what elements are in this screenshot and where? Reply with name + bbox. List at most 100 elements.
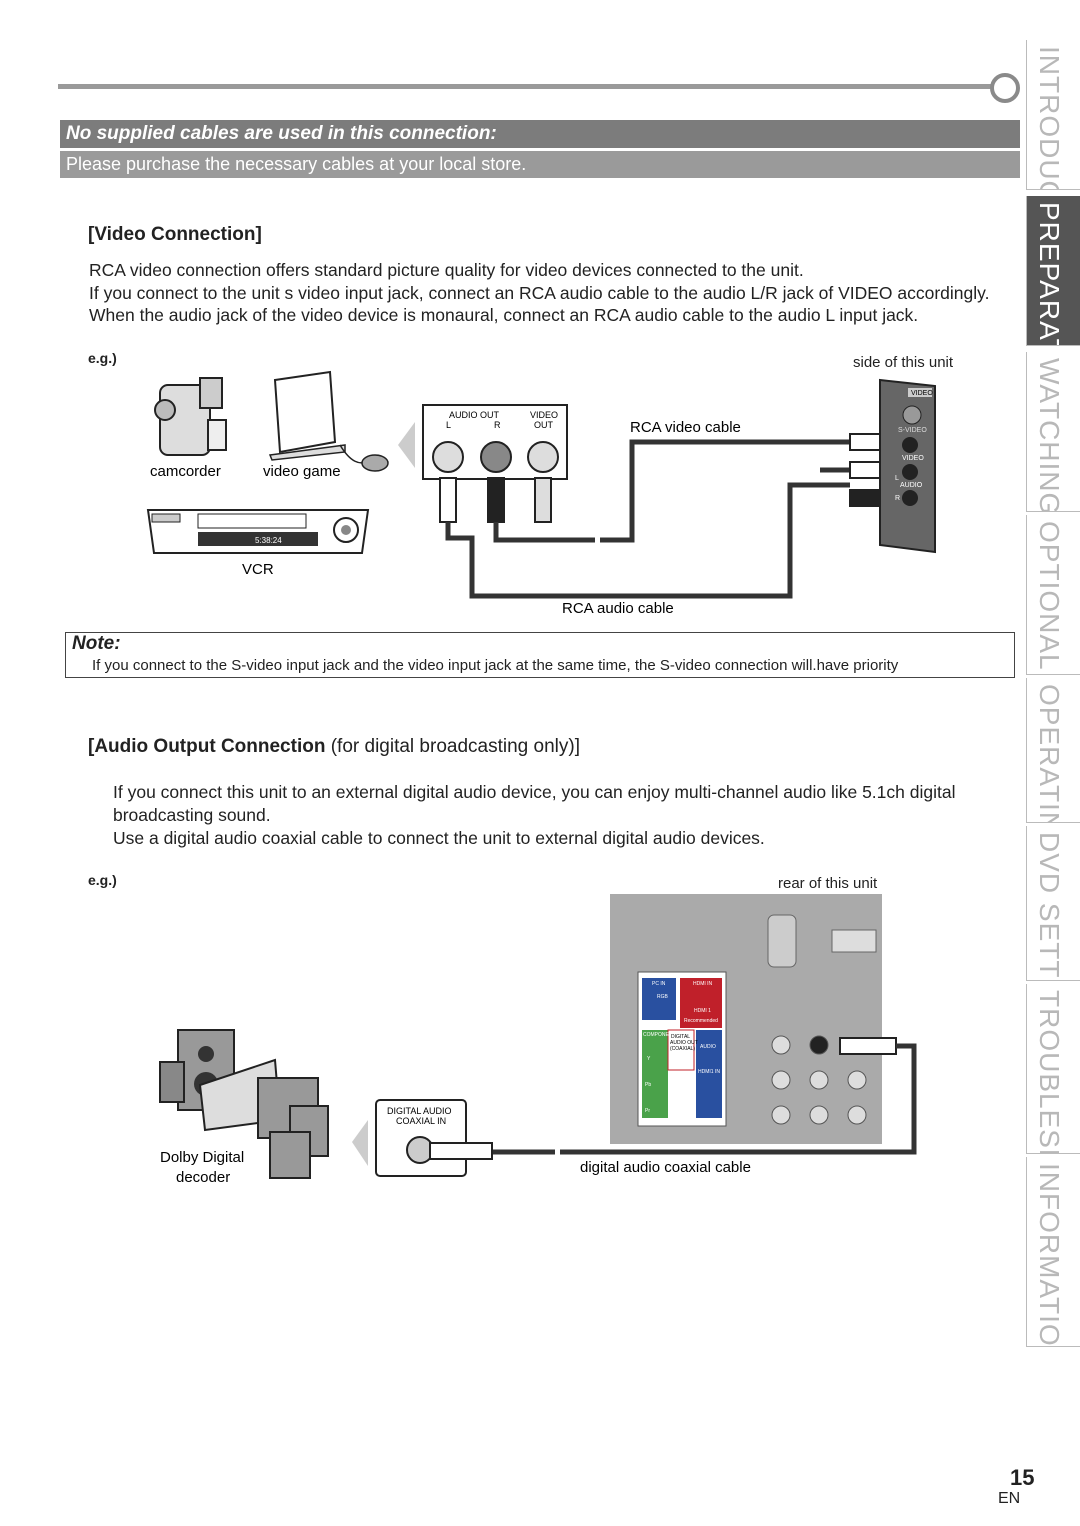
vga-port-icon — [767, 914, 797, 968]
audio-r-label: R — [494, 420, 501, 430]
language-code: EN — [998, 1490, 1021, 1507]
tab-troubleshooting[interactable]: TROUBLESHOOTING — [1026, 984, 1080, 1154]
video-paragraph-2: If you connect to the unit s video input… — [89, 283, 990, 303]
panel-svideo-label: S-VIDEO — [898, 427, 927, 434]
tab-operating-dvd[interactable]: OPERATING DVD — [1026, 678, 1080, 823]
video-game-label: video game — [263, 463, 341, 480]
digital-label: DIGITAL — [671, 1034, 690, 1040]
digital-audio-jack-label-1: DIGITAL AUDIO — [387, 1106, 452, 1116]
tab-introduction-label: INTRODUCTION — [1034, 46, 1065, 190]
coaxial-cable-label: digital audio coaxial cable — [580, 1159, 751, 1176]
audio-out-label: AUDIO OUT — [449, 410, 500, 420]
audio-paragraph-2: Use a digital audio coaxial cable to con… — [113, 828, 765, 848]
panel-video-label: VIDEO — [902, 455, 924, 462]
hdmi-in-label: HDMI IN — [693, 981, 713, 987]
hdmi1-label: HDMI 1 — [694, 1008, 711, 1014]
video-game-icon — [268, 370, 389, 472]
pc-audio-box — [696, 1030, 722, 1118]
panel-l-label: L — [895, 475, 899, 482]
tab-troubleshooting-label: TROUBLESHOOTING — [1034, 990, 1065, 1154]
dolby-decoder-icon — [159, 1029, 329, 1179]
rca-jacks — [432, 441, 559, 473]
tab-information[interactable]: INFORMATION — [1026, 1157, 1080, 1347]
component-box — [642, 1030, 668, 1118]
camcorder-icon — [154, 377, 227, 456]
vcr-icon — [146, 509, 370, 554]
hdmi-port-icon — [831, 929, 877, 953]
video-connection-diagram: camcorder video game 5:38:24 VCR AUDIO O… — [146, 370, 936, 617]
rca-video-cable — [493, 439, 850, 543]
panel-r-label: R — [895, 495, 900, 502]
tab-information-label: INFORMATION — [1034, 1163, 1065, 1347]
tab-watching-tv-label: WATCHING TV — [1034, 358, 1065, 512]
audio-l-label: L — [446, 420, 451, 430]
audio-paragraph-1: If you connect this unit to an external … — [113, 782, 956, 825]
unit-plugs — [849, 433, 881, 507]
tab-dvd-setting[interactable]: DVD SETTING — [1026, 826, 1080, 981]
note-box — [65, 632, 1015, 678]
video-tag-box — [908, 388, 932, 397]
video-example-label: e.g.) — [88, 350, 117, 366]
audio-example-label: e.g.) — [88, 872, 117, 888]
y-label: Y — [647, 1056, 651, 1062]
page-number: 15 — [1010, 1465, 1035, 1490]
side-of-unit-label: side of this unit — [853, 354, 954, 371]
digital-out-box — [667, 1029, 695, 1071]
tab-operating-dvd-label: OPERATING DVD — [1034, 684, 1065, 823]
arrow-icon — [352, 1120, 368, 1166]
rear-of-unit-label: rear of this unit — [778, 875, 878, 892]
panel-audio-label: AUDIO — [900, 482, 923, 489]
note-title: Note: — [72, 633, 121, 654]
pc-in-box — [642, 978, 676, 1020]
tab-introduction[interactable]: INTRODUCTION — [1026, 40, 1080, 190]
audio-out-panel-label: AUDIO OUT — [670, 1040, 698, 1046]
panel-video-tag: VIDEO — [911, 390, 933, 397]
audio-connection-diagram: PC IN HDMI IN RGB HDMI 1 Recommended COM… — [159, 894, 917, 1186]
decoder-label-1: Dolby Digital — [160, 1149, 244, 1166]
header-rule — [58, 84, 993, 89]
pb-label: Pb — [645, 1082, 651, 1088]
pc-in-label: PC IN — [652, 981, 666, 987]
note-text: If you connect to the S-video input jack… — [92, 657, 899, 674]
video-out-label-1: VIDEO — [530, 410, 558, 420]
component-label: COMPONENT — [643, 1032, 676, 1038]
tab-optional-setting[interactable]: OPTIONAL SETTING — [1026, 515, 1080, 675]
video-paragraph-3: When the audio jack of the video device … — [89, 305, 919, 325]
tab-preparation[interactable]: PREPARATION — [1026, 196, 1080, 346]
recommended-label: Recommended — [684, 1018, 718, 1024]
digital-audio-jack-label-2: COAXIAL IN — [396, 1116, 446, 1126]
video-paragraph-1: RCA video connection offers standard pic… — [89, 260, 804, 280]
tab-optional-setting-label: OPTIONAL SETTING — [1034, 521, 1065, 675]
rear-jacks — [771, 1035, 867, 1125]
video-out-label-2: OUT — [534, 420, 554, 430]
rca-plugs — [439, 477, 552, 523]
panel-jacks — [902, 405, 922, 506]
no-cables-banner: No supplied cables are used in this conn… — [60, 120, 1020, 148]
rgb-label: RGB — [657, 994, 669, 1000]
header-rule-knob — [990, 73, 1020, 103]
vcr-display: 5:38:24 — [255, 536, 282, 545]
hdmi1-in-label: HDMI1 IN — [698, 1069, 720, 1075]
hdmi-in-box — [680, 978, 722, 1028]
audio-heading-bold: [Audio Output Connection — [88, 736, 326, 757]
digital-audio-coaxial-cable — [560, 1043, 917, 1155]
tab-watching-tv[interactable]: WATCHING TV — [1026, 352, 1080, 512]
tab-preparation-label: PREPARATION — [1034, 202, 1065, 346]
rca-video-cable-label: RCA video cable — [630, 419, 741, 436]
coax-plug-decoder — [429, 1142, 493, 1160]
purchase-cables-banner: Please purchase the necessary cables at … — [60, 151, 1020, 178]
tab-dvd-setting-label: DVD SETTING — [1034, 832, 1065, 981]
audio-panel-label: AUDIO — [700, 1044, 716, 1050]
rca-audio-cable-label: RCA audio cable — [562, 600, 674, 617]
arrow-icon — [398, 422, 415, 468]
pr-label: Pr — [645, 1108, 650, 1114]
decoder-label-2: decoder — [176, 1169, 230, 1186]
coax-plug-unit — [839, 1037, 897, 1055]
coaxial-label: (COAXIAL) — [670, 1046, 695, 1052]
camcorder-label: camcorder — [150, 463, 221, 480]
audio-connection-heading: [Audio Output Connection (for digital br… — [88, 736, 580, 758]
audio-heading-rest: (for digital broadcasting only)] — [325, 736, 580, 757]
rca-audio-cable — [445, 482, 850, 599]
video-connection-heading: [Video Connection] — [88, 224, 262, 245]
vcr-label: VCR — [242, 561, 274, 578]
